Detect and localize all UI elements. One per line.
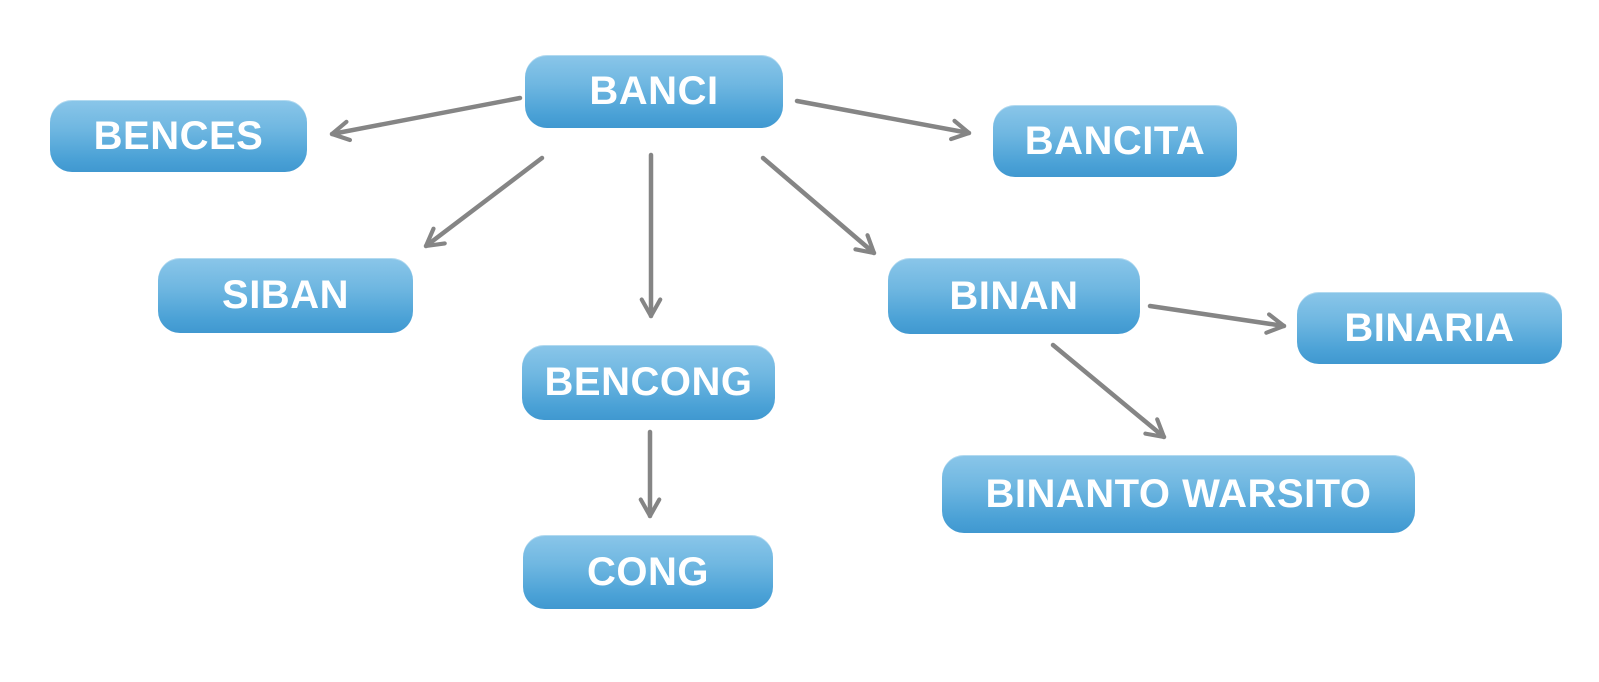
edge-arrow-binan-to-binanto-warsito	[1050, 342, 1167, 440]
node-siban: SIBAN	[158, 258, 413, 333]
edge-arrow-banci-to-bences	[329, 95, 523, 143]
node-label-bencong: BENCONG	[544, 360, 753, 404]
node-label-siban: SIBAN	[222, 273, 349, 317]
node-label-binan: BINAN	[949, 273, 1079, 318]
edge-arrow-banci-to-binan	[760, 155, 877, 256]
node-binaria: BINARIA	[1297, 292, 1562, 364]
node-cong: CONG	[523, 535, 773, 609]
node-banci: BANCI	[525, 55, 783, 128]
edge-arrow-banci-to-siban	[423, 155, 545, 249]
node-label-bences: BENCES	[93, 113, 264, 158]
node-label-binanto-warsito: BINANTO WARSITO	[985, 471, 1372, 516]
node-binanto-warsito: BINANTO WARSITO	[942, 455, 1415, 533]
node-bences: BENCES	[50, 100, 307, 172]
node-label-binaria: BINARIA	[1344, 305, 1515, 350]
node-bancita: BANCITA	[993, 105, 1237, 177]
node-binan: BINAN	[888, 258, 1140, 334]
node-label-banci: BANCI	[589, 69, 719, 113]
edge-arrow-binan-to-binaria	[1147, 303, 1287, 335]
node-bencong: BENCONG	[522, 345, 775, 420]
edge-arrow-banci-to-bancita	[794, 98, 972, 142]
node-label-bancita: BANCITA	[1024, 118, 1206, 163]
node-label-cong: CONG	[587, 549, 709, 594]
